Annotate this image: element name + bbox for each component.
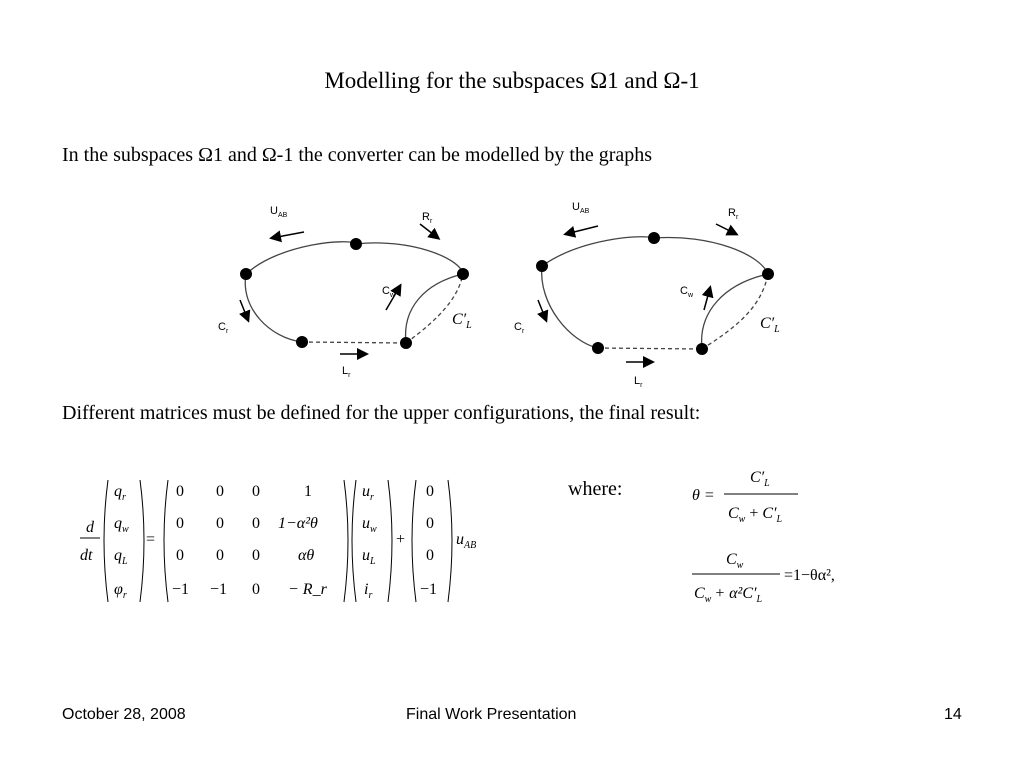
m-1-2: 0 xyxy=(252,515,260,532)
node xyxy=(592,342,604,354)
node xyxy=(240,268,252,280)
label-clprime: C′L xyxy=(452,311,472,331)
node xyxy=(696,343,708,355)
label-clprime: C′L xyxy=(760,315,780,335)
m-3-2: 0 xyxy=(252,581,260,598)
input-2: uL xyxy=(362,547,376,567)
node xyxy=(350,238,362,250)
dt-symbol: dt xyxy=(80,547,93,564)
second-rhs: =1−θα², xyxy=(784,567,835,584)
label-cw: Cw xyxy=(680,285,694,299)
m-3-0: −1 xyxy=(172,581,189,598)
m-3-3: − R_r xyxy=(288,581,328,598)
col-2: 0 xyxy=(426,547,434,564)
input-0: ur xyxy=(362,483,374,503)
label-uab: UAB xyxy=(270,205,288,219)
m-2-3: αθ xyxy=(298,547,314,564)
second-num: Cw xyxy=(726,551,744,571)
footer-date: October 28, 2008 xyxy=(62,706,186,723)
label-cr: Cr xyxy=(218,321,229,335)
label-rr: Rr xyxy=(728,207,739,221)
input-1: uw xyxy=(362,515,377,535)
d-symbol: d xyxy=(86,519,95,536)
theta-den: Cw+C′L xyxy=(728,505,783,525)
m-1-1: 0 xyxy=(216,515,224,532)
footer-presentation: Final Work Presentation xyxy=(406,706,577,723)
theta-num: C′L xyxy=(750,469,770,489)
theta-lhs: θ = xyxy=(692,487,715,504)
col-0: 0 xyxy=(426,483,434,500)
col-1: 0 xyxy=(426,515,434,532)
result-text: Different matrices must be defined for t… xyxy=(62,402,701,424)
m-2-1: 0 xyxy=(216,547,224,564)
label-lr: Lr xyxy=(634,375,643,389)
where-label: where: xyxy=(568,478,623,500)
label-cr: Cr xyxy=(514,321,525,335)
second-den: Cw+ α²C′L xyxy=(694,585,763,605)
state-0: qr xyxy=(114,483,126,503)
equals-sign: = xyxy=(146,531,155,548)
state-3: φr xyxy=(114,581,127,601)
graph-left: UAB Rr Cw Cr Lr C′L xyxy=(218,205,472,379)
matrix-equation: d dt qr qw qL φr = 0 0 0 1 0 0 0 1−α²θ 0… xyxy=(80,479,476,603)
state-1: qw xyxy=(114,515,129,535)
m-0-1: 0 xyxy=(216,483,224,500)
node xyxy=(400,337,412,349)
m-0-3: 1 xyxy=(304,483,312,500)
m-2-2: 0 xyxy=(252,547,260,564)
label-cw: Cw xyxy=(382,285,396,299)
node xyxy=(762,268,774,280)
label-rr: Rr xyxy=(422,211,433,225)
plus-sign: + xyxy=(396,531,405,548)
node xyxy=(457,268,469,280)
m-3-1: −1 xyxy=(210,581,227,598)
label-uab: UAB xyxy=(572,201,590,215)
definitions: θ = C′L Cw+C′L Cw Cw+ α²C′L =1−θα², xyxy=(692,469,835,605)
col-3: −1 xyxy=(420,581,437,598)
node xyxy=(648,232,660,244)
state-2: qL xyxy=(114,547,128,567)
m-1-0: 0 xyxy=(176,515,184,532)
m-2-0: 0 xyxy=(176,547,184,564)
m-0-0: 0 xyxy=(176,483,184,500)
slide-title: Modelling for the subspaces Ω1 and Ω-1 xyxy=(324,68,700,93)
m-0-2: 0 xyxy=(252,483,260,500)
node xyxy=(536,260,548,272)
footer-page-number: 14 xyxy=(944,706,962,723)
graph-right: UAB Rr Cw Cr Lr C′L xyxy=(514,201,780,389)
intro-text: In the subspaces Ω1 and Ω-1 the converte… xyxy=(62,144,653,166)
m-1-3: 1−α²θ xyxy=(278,515,318,532)
node xyxy=(296,336,308,348)
u-ab: uAB xyxy=(456,531,476,551)
label-lr: Lr xyxy=(342,365,351,379)
input-3: ir xyxy=(364,581,372,601)
